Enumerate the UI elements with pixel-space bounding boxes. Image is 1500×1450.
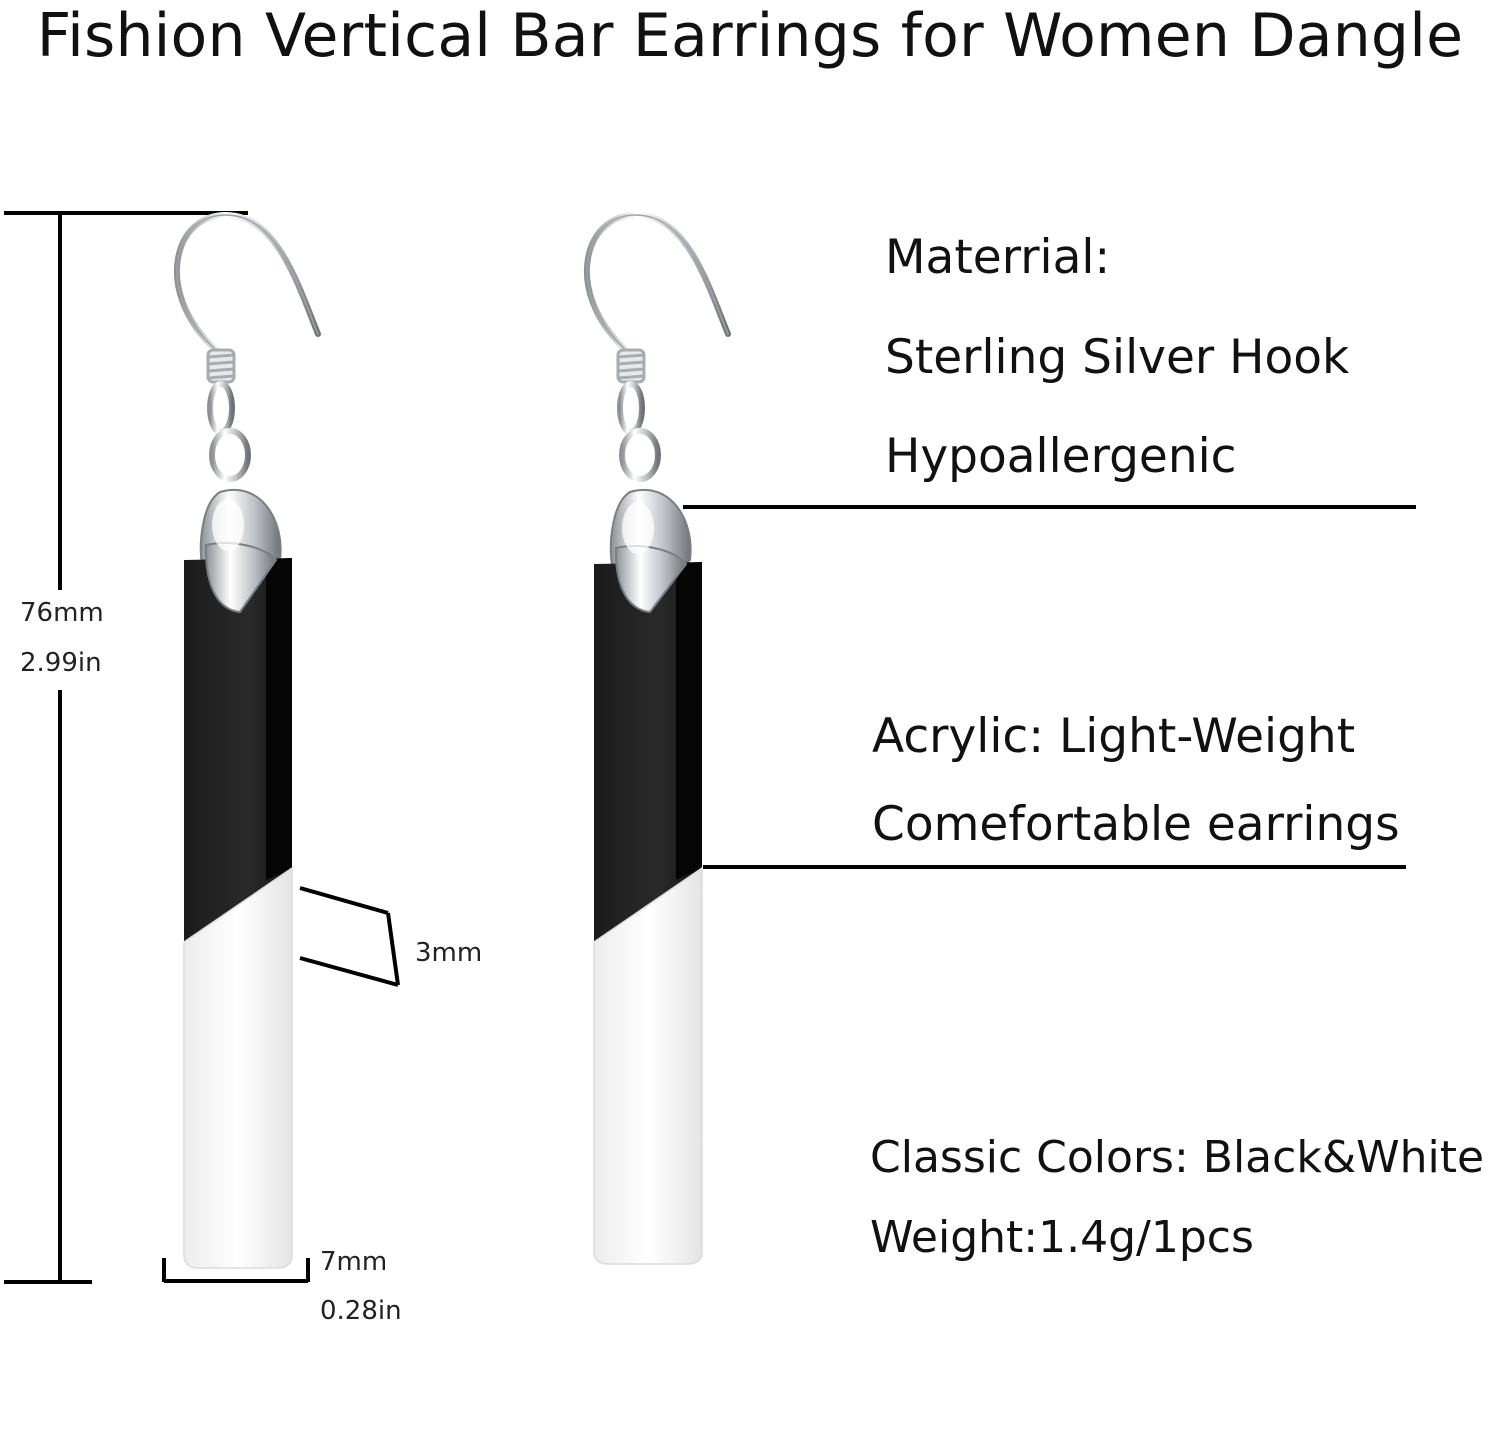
width-mm-label: 7mm [320,1247,388,1277]
colors-spec: Classic Colors: Black&White [870,1132,1485,1183]
hypoallergenic-spec: Hypoallergenic [885,429,1237,484]
thickness-dimension-line [299,886,400,987]
width-dimension-line [162,1258,310,1283]
right-hook-coil [616,348,646,384]
material-heading: Materrial: [885,230,1111,285]
acrylic-spec: Acrylic: Light-Weight [872,709,1356,764]
length-mm-label: 76mm [20,598,104,628]
left-bar-black [184,558,292,942]
hook-spec: Sterling Silver Hook [885,330,1350,385]
left-earring [174,212,321,1269]
weight-spec: Weight:1.4g/1pcs [870,1212,1254,1263]
left-bar-white [183,866,293,1269]
right-jump-ring [619,428,661,482]
left-hook-loop [207,381,235,435]
width-in-label: 0.28in [320,1296,402,1326]
thickness-mm-label: 3mm [415,938,483,968]
right-bar-black [594,562,702,942]
left-hook-coil [206,348,236,384]
right-bar-white [593,866,703,1265]
length-in-label: 2.99in [20,648,102,678]
product-title: Fishion Vertical Bar Earrings for Women … [36,1,1464,71]
length-dimension-line [4,211,248,1284]
right-hook-loop [617,381,645,435]
left-jump-ring [209,428,251,482]
comfort-spec: Comefortable earrings [872,797,1400,852]
right-earring [584,212,731,1265]
